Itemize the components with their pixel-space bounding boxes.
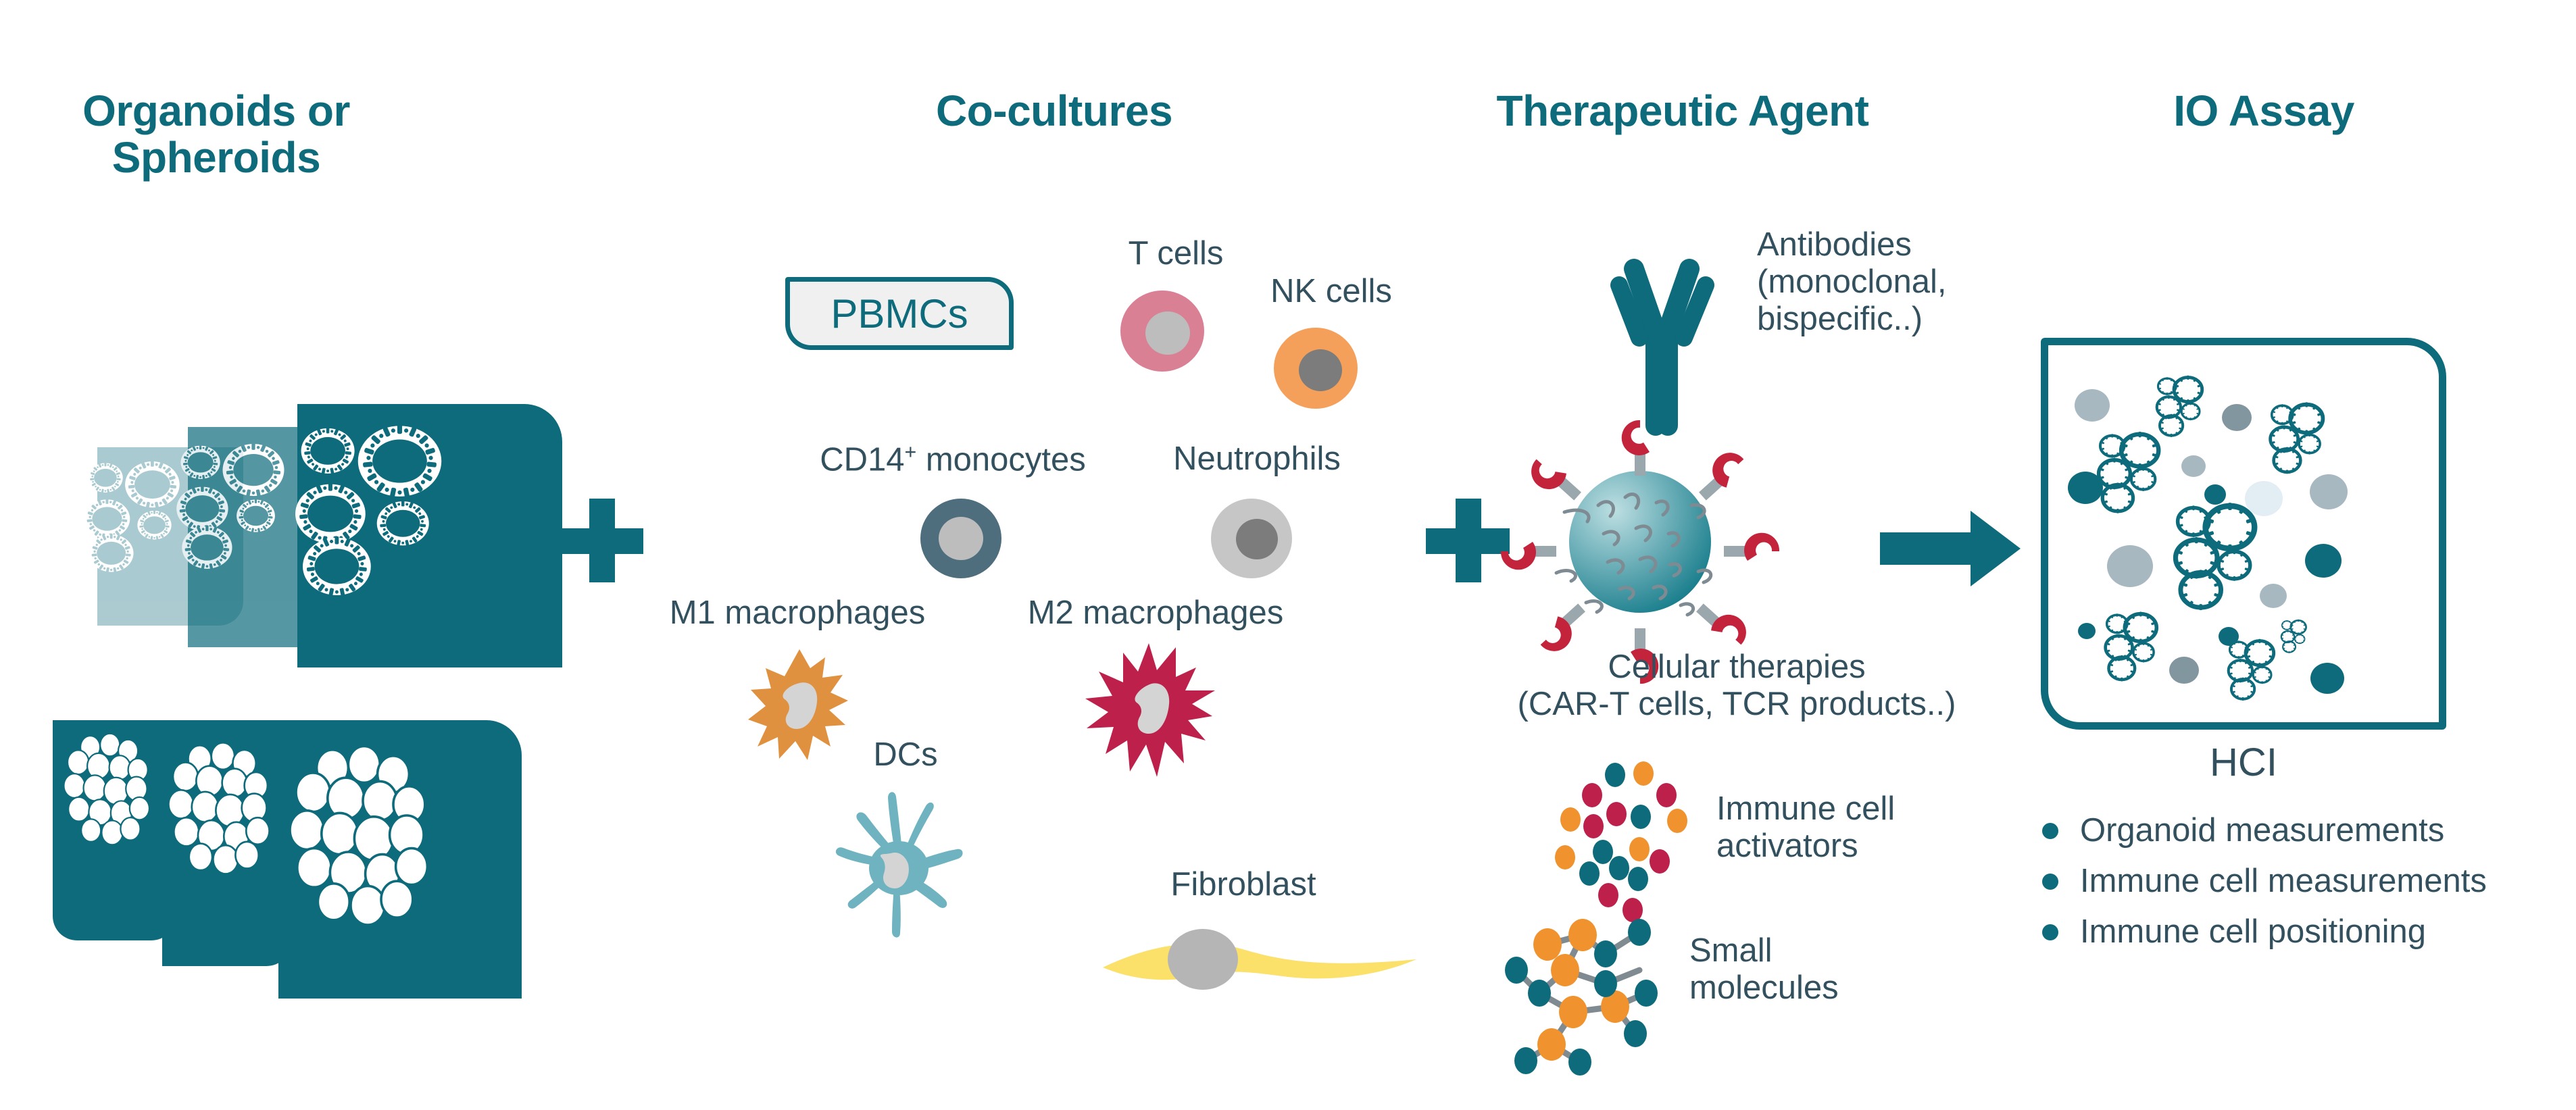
list-item: Immune cell positioning: [2042, 915, 2487, 949]
spheroid-card-middle: [162, 720, 292, 966]
monocyte-icon: [920, 499, 1001, 578]
dendritic-cells-label: DCs: [873, 736, 938, 773]
t-cell-icon: [1120, 291, 1204, 372]
hci-title: HCI: [2210, 740, 2277, 784]
bullet-dot-icon: [2042, 924, 2058, 940]
hci-bullet-label: Immune cell measurements: [2080, 863, 2487, 899]
assay-organoid-cluster: [2099, 432, 2159, 513]
fibroblast-icon: [1103, 929, 1416, 990]
panel-title-cocultures: Co-cultures: [935, 86, 1173, 135]
neutrophil-icon: [1211, 499, 1292, 578]
panel-title-organoids: Organoids or Spheroids: [82, 86, 350, 182]
hci-bullet-label: Organoid measurements: [2080, 812, 2445, 849]
antibody-icon: [1610, 259, 1714, 436]
immune-activators-icon: [1555, 761, 1687, 922]
m2-macrophage-icon: [1085, 643, 1215, 777]
pbmcs-box[interactable]: PBMCs: [785, 277, 1014, 350]
immune-activators-label: Immune cell activators: [1716, 790, 1896, 864]
m1-macrophage-icon: [748, 649, 848, 760]
dendritic-cell-icon: [835, 792, 963, 938]
cd14-monocytes-label: CD14+ monocytes: [820, 440, 1086, 478]
assay-organoid-cluster: [2281, 620, 2306, 653]
panel-title-therapeutic: Therapeutic Agent: [1496, 86, 1869, 135]
assay-organoid-cluster: [2106, 611, 2157, 681]
bullet-dot-icon: [2042, 822, 2058, 839]
nk-cell-icon: [1274, 328, 1358, 409]
organoid-card-stack: [41, 404, 562, 667]
fibroblast-label: Fibroblast: [1170, 866, 1316, 903]
plus-operator-2: [1426, 499, 1510, 582]
bullet-dot-icon: [2042, 873, 2058, 890]
assay-organoid-cluster: [2157, 376, 2202, 437]
car-t-cell-icon: [1500, 420, 1780, 684]
m2-macrophages-label: M2 macrophages: [1027, 595, 1284, 631]
assay-organoid-cluster: [2229, 639, 2274, 701]
assay-immune-cells: [2068, 389, 2348, 694]
hci-bullet-list: Organoid measurements Immune cell measur…: [2042, 814, 2487, 966]
list-item: Immune cell measurements: [2042, 865, 2487, 898]
nk-cells-label: NK cells: [1270, 273, 1392, 309]
spheroid-card-back: [53, 720, 176, 940]
assay-organoid-cluster: [2271, 402, 2323, 474]
neutrophils-label: Neutrophils: [1173, 440, 1341, 477]
m1-macrophages-label: M1 macrophages: [669, 595, 926, 631]
cellular-therapies-label: Cellular therapies (CAR-T cells, TCR pro…: [1517, 649, 1956, 722]
assay-organoid-cluster: [2175, 503, 2254, 610]
list-item: Organoid measurements: [2042, 814, 2487, 847]
small-molecules-icon: [1505, 919, 1658, 1076]
hci-bullet-label: Immune cell positioning: [2080, 913, 2427, 950]
plus-operator-1: [560, 499, 643, 582]
spheroid-card-stack: [53, 720, 522, 999]
antibodies-label: Antibodies (monoclonal, bispecific..): [1757, 226, 1947, 337]
t-cells-label: T cells: [1128, 235, 1224, 272]
spheroid-card-front: [278, 720, 522, 999]
pbmcs-label: PBMCs: [831, 291, 968, 336]
process-arrow-icon: [1880, 511, 2021, 586]
panel-title-ioassay: IO Assay: [2173, 86, 2354, 135]
small-molecules-label: Small molecules: [1689, 932, 1839, 1006]
organoid-card-front: [295, 404, 562, 667]
io-assay-content: [2068, 338, 2348, 730]
